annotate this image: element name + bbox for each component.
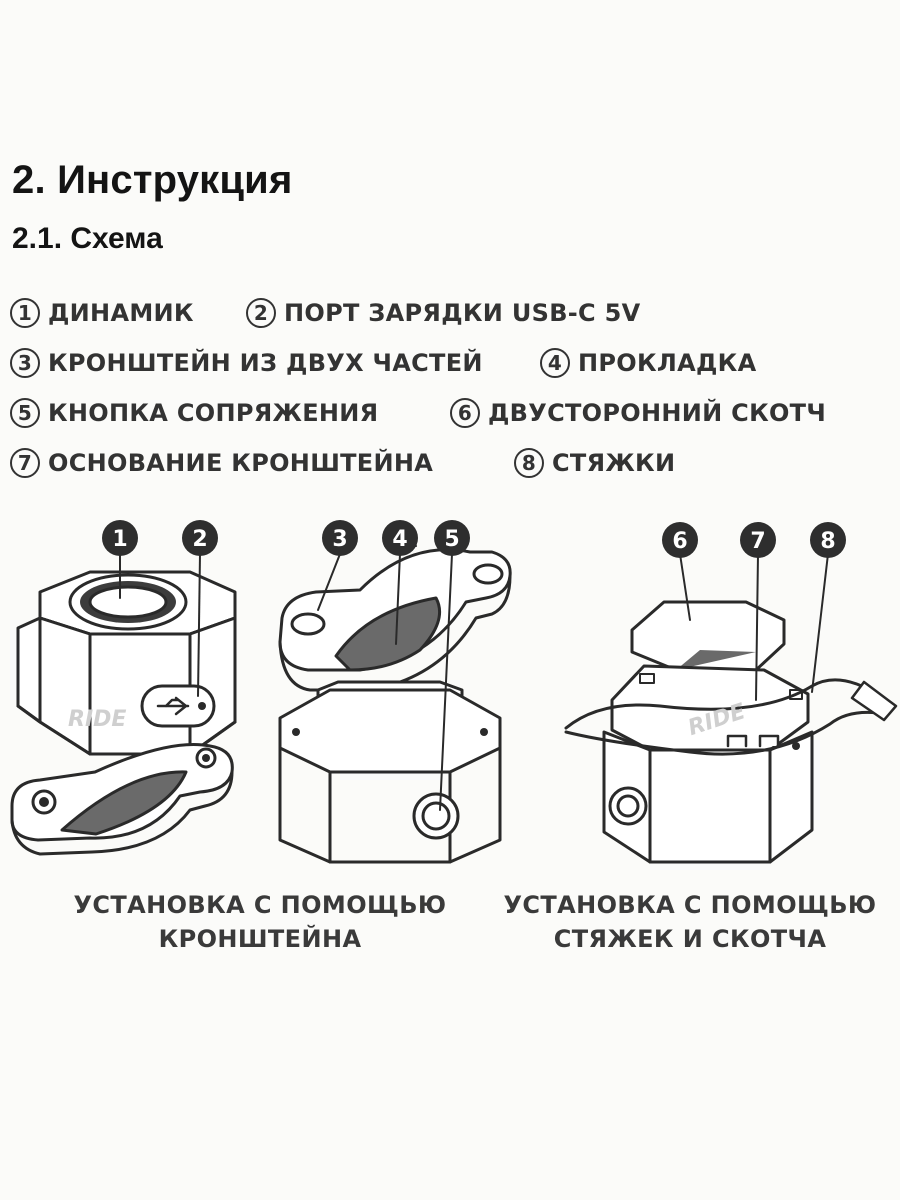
svg-text:6: 6: [672, 529, 687, 554]
callout-5: 5: [434, 520, 470, 556]
callout-1: 1: [102, 520, 138, 556]
device-diagram: RIDE: [10, 520, 898, 864]
legend-number: 5: [10, 398, 40, 428]
usb-port-icon: [140, 684, 216, 728]
cable-ties: [564, 678, 898, 756]
two-part-bracket: [278, 548, 512, 692]
legend-label: ДИНАМИК: [48, 299, 194, 327]
svg-text:4: 4: [392, 527, 407, 552]
double-sided-tape: [630, 600, 786, 672]
legend-item-tape: 6 ДВУСТОРОННИЙ СКОТЧ: [450, 398, 826, 428]
svg-text:8: 8: [820, 529, 835, 554]
legend-label: ОСНОВАНИЕ КРОНШТЕЙНА: [48, 449, 434, 477]
legend-number: 4: [540, 348, 570, 378]
legend-number: 7: [10, 448, 40, 478]
callout-6: 6: [662, 522, 698, 558]
legend-row-3: 5 КНОПКА СОПРЯЖЕНИЯ 6 ДВУСТОРОННИЙ СКОТЧ: [0, 398, 900, 438]
caption-line: СТЯЖЕК И СКОТЧА: [553, 925, 827, 953]
legend-label: КРОНШТЕЙН ИЗ ДВУХ ЧАСТЕЙ: [48, 349, 483, 377]
callout-3: 3: [322, 520, 358, 556]
caption-line: УСТАНОВКА С ПОМОЩЬЮ: [503, 891, 877, 919]
svg-text:5: 5: [444, 527, 459, 552]
device-middle: [278, 548, 512, 864]
legend-label: СТЯЖКИ: [552, 449, 676, 477]
svg-text:1: 1: [112, 527, 127, 552]
legend-number: 1: [10, 298, 40, 328]
device-right: [564, 600, 898, 864]
legend-item-bracket-base: 7 ОСНОВАНИЕ КРОНШТЕЙНА: [10, 448, 433, 478]
legend-label: ДВУСТОРОННИЙ СКОТЧ: [488, 399, 827, 427]
legend-item-usb-port: 2 ПОРТ ЗАРЯДКИ USB-C 5V: [246, 298, 641, 328]
legend-item-speaker: 1 ДИНАМИК: [10, 298, 194, 328]
legend-row-4: 7 ОСНОВАНИЕ КРОНШТЕЙНА 8 СТЯЖКИ: [0, 448, 900, 488]
legend-label: КНОПКА СОПРЯЖЕНИЯ: [48, 399, 379, 427]
section-title: 2.1. Схема: [12, 222, 163, 255]
callout-4: 4: [382, 520, 418, 556]
legend-number: 8: [514, 448, 544, 478]
legend-item-cable-ties: 8 СТЯЖКИ: [514, 448, 675, 478]
legend-item-pairing-button: 5 КНОПКА СОПРЯЖЕНИЯ: [10, 398, 378, 428]
brand-mark-left: RIDE: [68, 707, 126, 732]
caption-ties-mount: УСТАНОВКА С ПОМОЩЬЮ СТЯЖЕК И СКОТЧА: [480, 888, 900, 956]
legend-number: 3: [10, 348, 40, 378]
bracket-clamp: [10, 743, 234, 856]
legend-number: 6: [450, 398, 480, 428]
speaker-icon: [68, 573, 188, 631]
svg-text:3: 3: [332, 527, 347, 552]
svg-text:7: 7: [750, 529, 765, 554]
legend-number: 2: [246, 298, 276, 328]
legend-item-gasket: 4 ПРОКЛАДКА: [540, 348, 756, 378]
callout-8: 8: [810, 522, 846, 558]
pairing-button-icon: [412, 792, 460, 840]
legend-row-2: 3 КРОНШТЕЙН ИЗ ДВУХ ЧАСТЕЙ 4 ПРОКЛАДКА: [0, 348, 900, 388]
callout-2: 2: [182, 520, 218, 556]
legend-label: ПРОКЛАДКА: [578, 349, 757, 377]
legend-label: ПОРТ ЗАРЯДКИ USB-C 5V: [284, 299, 641, 327]
legend-row-1: 1 ДИНАМИК 2 ПОРТ ЗАРЯДКИ USB-C 5V: [0, 298, 900, 338]
legend-item-bracket: 3 КРОНШТЕЙН ИЗ ДВУХ ЧАСТЕЙ: [10, 348, 483, 378]
svg-text:2: 2: [192, 527, 207, 552]
page-title: 2. Инструкция: [12, 158, 293, 202]
caption-line: УСТАНОВКА С ПОМОЩЬЮ: [73, 891, 447, 919]
caption-line: КРОНШТЕЙНА: [158, 925, 362, 953]
callout-7: 7: [740, 522, 776, 558]
caption-bracket-mount: УСТАНОВКА С ПОМОЩЬЮ КРОНШТЕЙНА: [40, 888, 480, 956]
device-left: [10, 570, 237, 856]
